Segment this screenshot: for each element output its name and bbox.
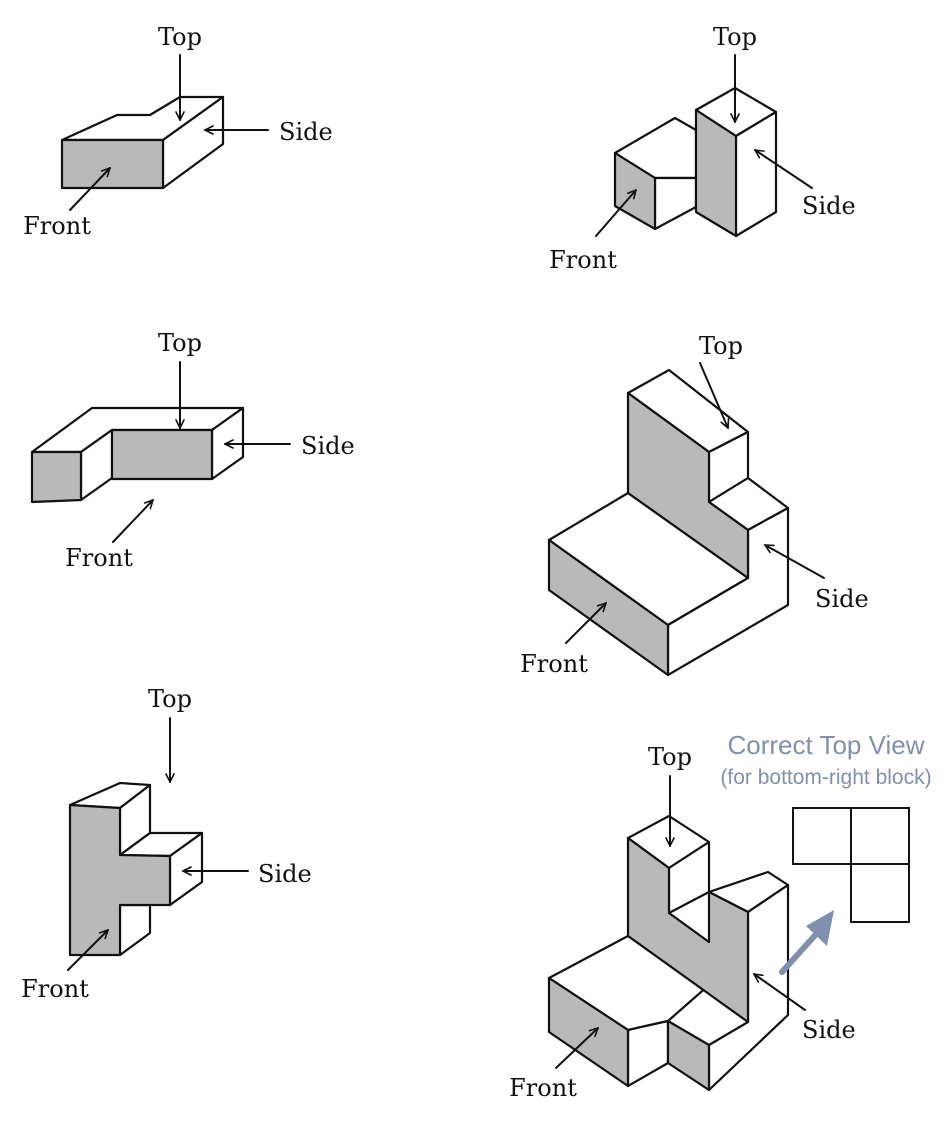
label-side: Side	[258, 860, 312, 888]
label-front: Front	[23, 212, 91, 240]
block-5: Top Side Front	[21, 685, 312, 1003]
top-view-grid	[792, 807, 910, 923]
top-view-hint: Correct Top View (for bottom-right block…	[720, 730, 932, 975]
label-front: Front	[21, 975, 89, 1003]
arrow-up-right-icon	[779, 910, 834, 975]
label-side: Side	[815, 585, 869, 613]
label-front: Front	[520, 650, 588, 678]
label-top: Top	[648, 743, 692, 771]
label-top: Top	[713, 23, 757, 51]
hint-subtitle: (for bottom-right block)	[720, 766, 931, 789]
block-4: Top Side Front	[520, 332, 869, 678]
label-side: Side	[279, 118, 333, 146]
block-3: Top Side Front	[30, 329, 355, 572]
hint-title: Correct Top View	[727, 730, 924, 760]
block-1: Top Side Front	[23, 23, 333, 240]
label-side: Side	[802, 192, 856, 220]
label-top: Top	[158, 23, 202, 51]
block-2: Top Side Front	[549, 23, 856, 274]
label-front: Front	[549, 246, 617, 274]
label-side: Side	[301, 432, 355, 460]
block-6: Top Side Front	[509, 743, 856, 1102]
label-top: Top	[158, 329, 202, 357]
label-top: Top	[148, 685, 192, 713]
top-view-cell	[850, 807, 910, 865]
label-side: Side	[802, 1016, 856, 1044]
label-front: Front	[65, 544, 133, 572]
label-front: Front	[509, 1074, 577, 1102]
label-top: Top	[699, 332, 743, 360]
top-view-cell	[850, 863, 910, 923]
top-view-cell	[792, 807, 852, 865]
